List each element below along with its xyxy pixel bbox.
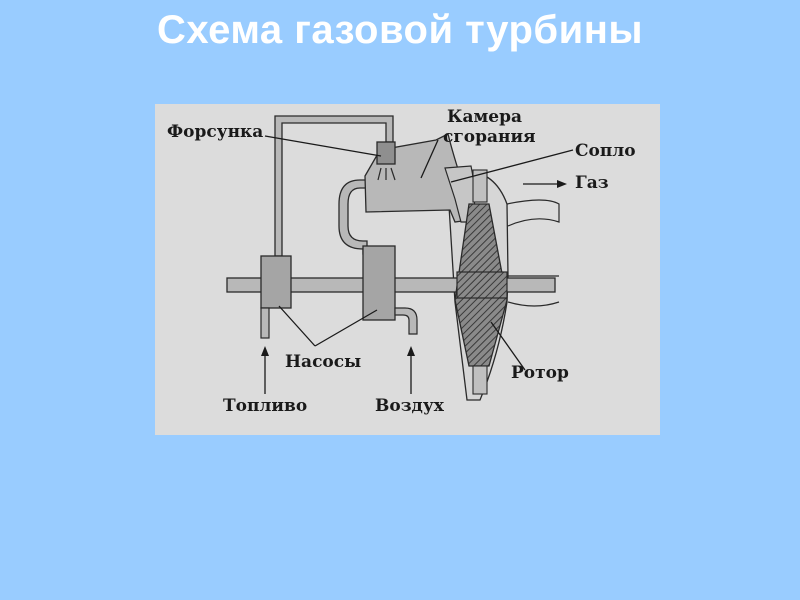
arrowheads [261,180,567,356]
label-rotor: Ротор [511,363,569,383]
turbine-diagram: Форсунка Камера сгорания Сопло Газ Насос… [167,107,636,416]
fuel-inlet-pipe [260,307,270,339]
label-pumps: Насосы [285,352,361,372]
label-nozzle: Сопло [575,141,636,161]
air-pump [362,245,396,321]
injector-spray [377,167,396,181]
label-gas: Газ [575,173,609,193]
rotor-hub [456,271,508,299]
label-chamber-line2: сгорания [443,127,536,147]
air-pipe [338,179,368,255]
injector-body [376,141,396,165]
leader-lines [264,135,574,394]
rotor-blade-bottom [472,365,488,395]
label-chamber-line1: Камера [447,107,522,127]
fuel-pump [260,255,292,309]
turbine-diagram-panel: Форсунка Камера сгорания Сопло Газ Насос… [155,104,660,435]
label-injector: Форсунка [167,122,263,142]
rotor-blade-top [472,169,488,203]
label-air: Воздух [375,396,445,416]
slide-title: Схема газовой турбины [156,8,644,52]
air-inlet-pipe [394,307,418,335]
turbine-casing-flange [506,199,560,307]
label-fuel: Топливо [223,396,307,416]
